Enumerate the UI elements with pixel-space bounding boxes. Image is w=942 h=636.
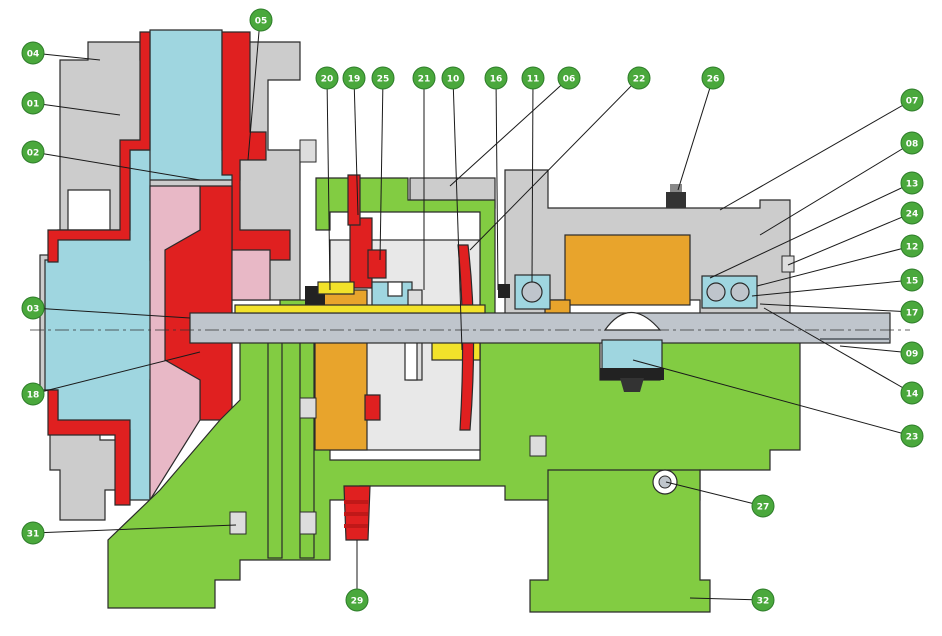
callout-label: 10	[447, 75, 460, 85]
vent-plug	[666, 184, 686, 208]
drain-connector	[343, 485, 371, 541]
seal-spring-gap	[387, 281, 403, 297]
callout-11: 11	[521, 66, 545, 90]
callout-13: 13	[900, 171, 924, 195]
callout-08: 08	[900, 131, 924, 155]
callout-01: 01	[21, 91, 45, 115]
callout-label: 24	[906, 210, 919, 220]
callout-label: 13	[906, 180, 919, 190]
seal-gland	[367, 249, 387, 279]
inner-rotor	[231, 249, 271, 301]
callout-label: 12	[906, 243, 919, 253]
callout-24: 24	[900, 201, 924, 225]
callout-label: 23	[906, 433, 919, 443]
callout-07: 07	[900, 88, 924, 112]
callout-label: 22	[633, 75, 646, 85]
seal-face-yellow	[317, 281, 355, 295]
callout-16: 16	[484, 66, 508, 90]
seal-stem	[347, 174, 361, 226]
callout-label: 07	[906, 97, 919, 107]
leader-lines	[32, 19, 913, 601]
pump-shaft	[30, 304, 910, 344]
callout-label: 32	[757, 597, 770, 607]
callout-label: 06	[563, 75, 576, 85]
callout-12: 12	[900, 234, 924, 258]
callout-label: 01	[27, 100, 40, 110]
callout-label: 19	[348, 75, 361, 85]
seal-lower-red	[364, 394, 381, 421]
pump-support-pedestal	[529, 469, 711, 613]
oil-level-sight	[600, 312, 664, 392]
callout-label: 02	[27, 149, 40, 159]
callout-label: 27	[757, 503, 770, 513]
callout-label: 09	[906, 350, 919, 360]
callout-17: 17	[900, 300, 924, 324]
callout-05: 05	[249, 8, 273, 32]
callout-15: 15	[900, 268, 924, 292]
shaft-sleeve-yellow	[234, 304, 486, 314]
rear-bearing-ball-2	[730, 282, 750, 302]
callout-label: 26	[707, 75, 720, 85]
lip-seal	[498, 284, 510, 298]
callout-27: 27	[751, 494, 775, 518]
callout-06: 06	[557, 66, 581, 90]
callout-22: 22	[627, 66, 651, 90]
callout-25: 25	[371, 66, 395, 90]
frame-rib	[267, 329, 283, 559]
callout-02: 02	[21, 140, 45, 164]
callout-14: 14	[900, 381, 924, 405]
impeller	[149, 185, 271, 503]
bearing-assembly	[498, 234, 758, 316]
callout-label: 25	[377, 75, 390, 85]
callout-label: 31	[27, 530, 40, 540]
callout-31: 31	[21, 521, 45, 545]
callout-09: 09	[900, 341, 924, 365]
callout-label: 21	[418, 75, 431, 85]
callout-03: 03	[21, 296, 45, 320]
callout-label: 17	[906, 309, 919, 319]
callout-21: 21	[412, 66, 436, 90]
flange-bolt	[229, 139, 795, 535]
callout-29: 29	[345, 588, 369, 612]
drain-plug	[652, 469, 678, 495]
rear-bearing-ball-1	[706, 282, 726, 302]
callout-label: 03	[27, 305, 40, 315]
callout-label: 11	[527, 75, 540, 85]
callout-label: 14	[906, 390, 919, 400]
oil-reservoir	[564, 234, 691, 306]
callout-20: 20	[315, 66, 339, 90]
callout-32: 32	[751, 588, 775, 612]
callout-10: 10	[441, 66, 465, 90]
callout-04: 04	[21, 41, 45, 65]
callout-26: 26	[701, 66, 725, 90]
callout-19: 19	[342, 66, 366, 90]
callout-label: 15	[906, 277, 919, 287]
callout-18: 18	[21, 382, 45, 406]
callout-label: 05	[255, 17, 268, 27]
callout-label: 29	[351, 597, 364, 607]
callout-label: 04	[27, 50, 40, 60]
callout-label: 16	[490, 75, 503, 85]
callout-label: 18	[27, 391, 40, 401]
callout-23: 23	[900, 424, 924, 448]
callout-label: 08	[906, 140, 919, 150]
front-bearing-ball	[521, 281, 543, 303]
callout-label: 20	[321, 75, 334, 85]
